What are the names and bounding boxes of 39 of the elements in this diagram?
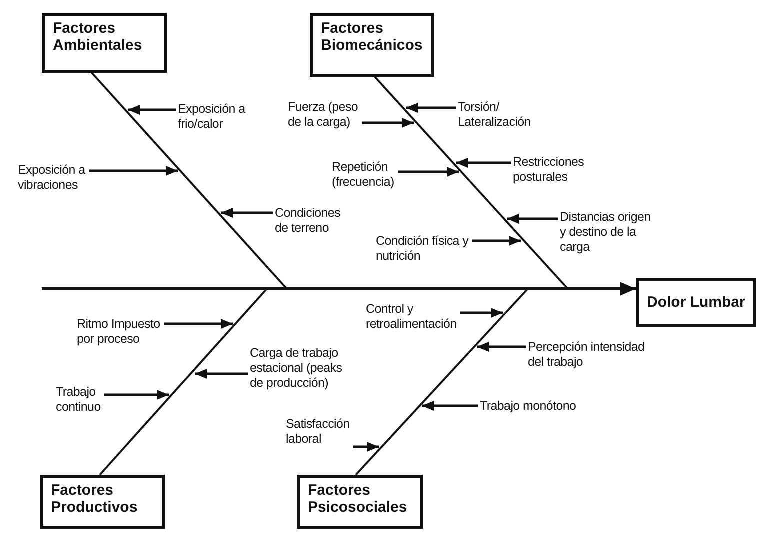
arrow — [195, 369, 248, 379]
cause-text: Satisfacción laboral — [286, 417, 351, 447]
arrow — [89, 166, 178, 176]
cause-text: Distancias origen y destino de la carga — [560, 210, 652, 255]
arrow — [406, 103, 456, 113]
spine-line — [42, 288, 598, 290]
cause-text: Percepción intensidad del trabajo — [528, 340, 646, 370]
cause-text: Exposición a vibraciones — [18, 163, 87, 193]
arrow — [422, 401, 478, 411]
arrow — [472, 236, 521, 246]
arrow — [104, 390, 169, 400]
effect-box: Dolor Lumbar — [636, 278, 756, 327]
cause-text: Condición física y nutrición — [376, 234, 470, 264]
cause-text: Repetición (frecuencia) — [332, 160, 396, 190]
arrow — [456, 158, 511, 168]
cause-text: Trabajo monótono — [480, 399, 578, 414]
category-box: Factores Ambientales — [42, 13, 167, 73]
arrow — [460, 308, 503, 318]
cause-text: Ritmo Impuesto por proceso — [77, 317, 162, 347]
arrow — [477, 342, 526, 352]
arrow — [507, 214, 558, 224]
arrow — [353, 442, 379, 452]
cause-text: Torsión/ Lateralización — [458, 100, 532, 130]
cause-text: Exposición a frio/calor — [178, 102, 247, 132]
arrow — [128, 105, 176, 115]
arrow — [398, 167, 459, 177]
arrow — [362, 118, 414, 128]
cause-text: Carga de trabajo estacional (peaks de producción) — [250, 346, 344, 391]
arrow — [221, 208, 273, 218]
cause-text: Condiciones de terreno — [275, 206, 342, 236]
cause-text: Restricciones posturales — [513, 155, 586, 185]
cause-text: Fuerza (peso de la carga) — [288, 100, 360, 130]
category-box: Factores Productivos — [40, 475, 165, 529]
arrow — [598, 282, 636, 296]
cause-text: Trabajo continuo — [56, 385, 102, 415]
cause-text: Control y retroalimentación — [366, 302, 458, 332]
category-box: Factores Psicosociales — [297, 475, 423, 529]
arrow — [164, 319, 233, 329]
category-box: Factores Biomecánicos — [310, 13, 434, 77]
